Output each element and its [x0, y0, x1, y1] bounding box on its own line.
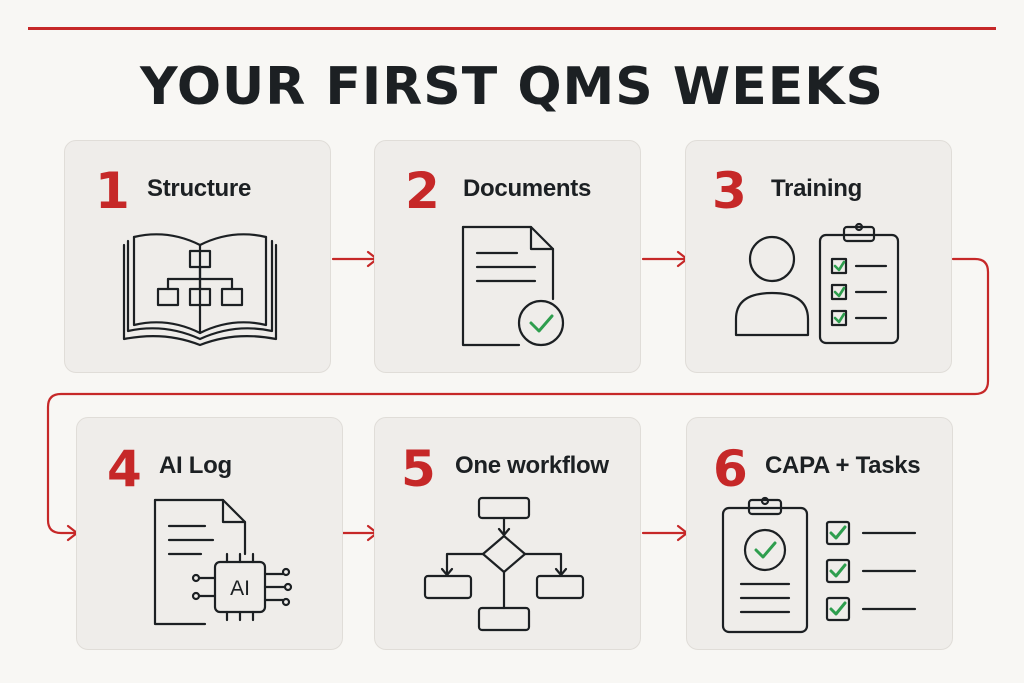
step-label: Training [771, 175, 862, 202]
arrow-5-6 [641, 524, 689, 542]
book-org-chart-icon [122, 233, 278, 347]
step-number: 4 [107, 440, 142, 498]
step-label: AI Log [159, 452, 232, 479]
flowchart-icon [423, 496, 585, 632]
person-clipboard-icon [734, 222, 900, 345]
top-rule [28, 27, 996, 30]
page-title: YOUR FIRST QMS WEEKS [140, 57, 884, 117]
document-ai-chip-icon: AI [153, 498, 293, 626]
step-label: One workflow [455, 452, 609, 479]
step-number: 2 [405, 162, 440, 220]
step-card-2: 2 Documents [374, 140, 641, 373]
step-number: 5 [401, 440, 436, 498]
step-number: 1 [95, 162, 130, 220]
step-number: 3 [712, 162, 747, 220]
ai-chip-label: AI [230, 577, 250, 600]
step-label: Structure [147, 175, 251, 202]
document-check-icon [461, 225, 565, 347]
arrow-1-2 [331, 250, 379, 268]
step-card-1: 1 Structure [64, 140, 331, 373]
step-card-3: 3 Training [685, 140, 952, 373]
step-card-5: 5 One workflow [374, 417, 641, 650]
clipboard-checklist-icon [721, 496, 917, 634]
arrow-2-3 [641, 250, 689, 268]
step-card-6: 6 CAPA + Tasks [686, 417, 953, 650]
step-label: CAPA + Tasks [765, 452, 921, 479]
step-number: 6 [713, 440, 748, 498]
step-card-4: 4 AI Log AI [76, 417, 343, 650]
step-label: Documents [463, 175, 591, 202]
